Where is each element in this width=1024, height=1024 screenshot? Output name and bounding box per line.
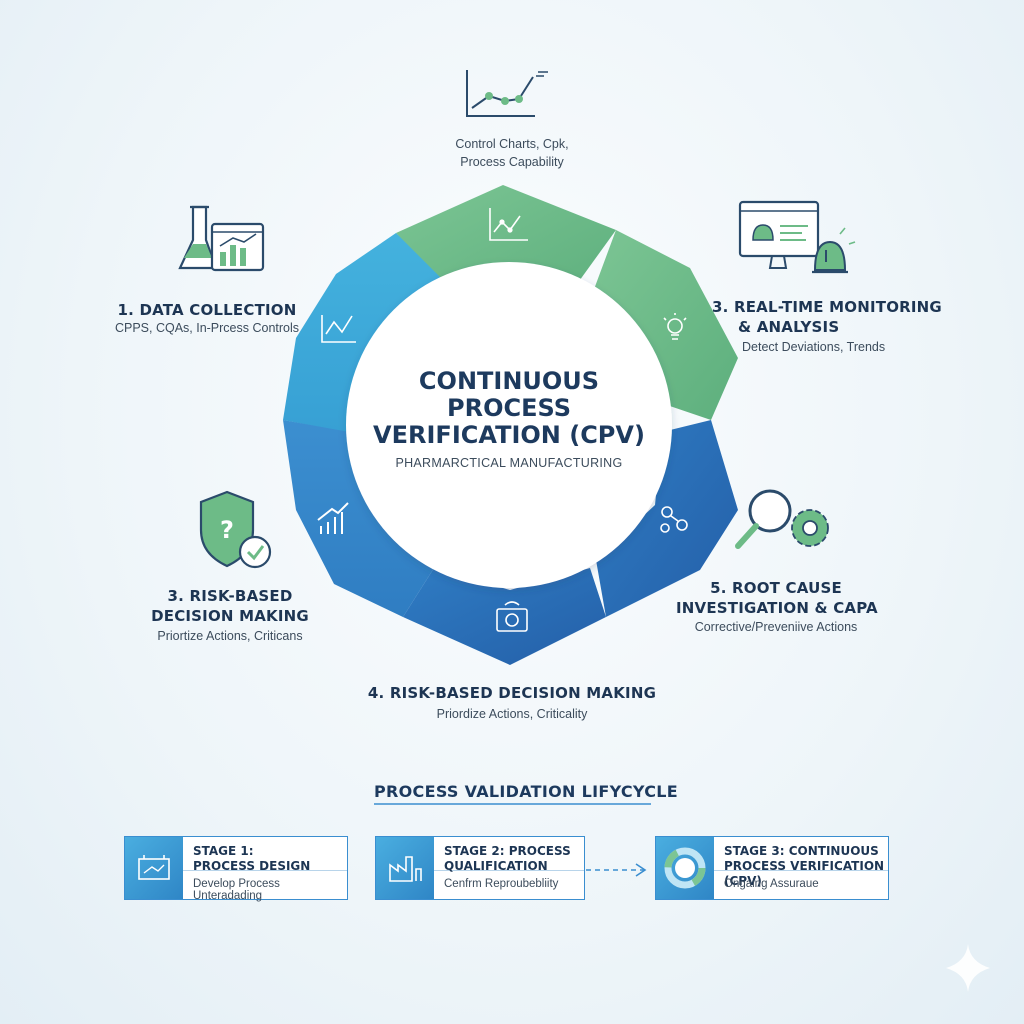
center-circle [346, 262, 672, 588]
center-subtitle: PHARMARCTICAL MANUFACTURING [395, 456, 623, 470]
stage-design-icon [125, 837, 183, 899]
shield-question-icon: ? [199, 490, 272, 569]
stage-title-line: PROCESS DESIGN [193, 859, 311, 873]
step-risk-left-title-line: DECISION MAKING [151, 607, 309, 625]
stage-card-3: STAGE 3: CONTINUOUS PROCESS VERIFICATION… [655, 836, 889, 900]
center-title-line: PROCESS [447, 394, 571, 422]
sparkle-icon [946, 944, 990, 992]
step-risk-left-title: 3. RISK-BASED DECISION MAKING [140, 586, 320, 626]
stage-desc: Cenfrm Reproubebliity [444, 878, 559, 890]
svg-text:?: ? [220, 516, 234, 544]
stage-title: STAGE 3: CONTINUOUS PROCESS VERIFICATION… [714, 837, 888, 888]
stage-title-line: PROCESS VERIFICATION (CPV) [724, 859, 885, 888]
step-top-subtitle-line: Process Capability [460, 155, 564, 169]
flask-chart-icon [178, 205, 265, 272]
bar-growth-icon [317, 502, 349, 534]
step-top-subtitle: Control Charts, Cpk, Process Capability [412, 135, 612, 171]
stage-desc: Ongaing Assuraue [724, 878, 819, 890]
segment-upper-left [283, 233, 443, 433]
step-monitoring-subtitle: Detect Deviations, Trends [742, 340, 886, 354]
step-root-cause-title: 5. ROOT CAUSE INVESTIGATION & CAPA [676, 578, 878, 618]
step-risk-bottom-title: 4. RISK-BASED DECISION MAKING [367, 684, 657, 702]
stage-card-1: STAGE 1: PROCESS DESIGN Develop Process … [124, 836, 348, 902]
lifecycle-title: PROCESS VALIDATION LIFYCYCLE [374, 782, 679, 801]
stage-connector-arrowhead [635, 863, 647, 877]
lightbulb-icon [663, 313, 687, 340]
segment-lower-left [283, 420, 434, 617]
magnifier-gear-icon [735, 489, 829, 549]
camera-icon [496, 601, 528, 632]
step-risk-left-subtitle: Priortize Actions, Criticans [157, 629, 303, 643]
step-risk-bottom-subtitle: Priordize Actions, Criticality [436, 707, 588, 721]
center-title-line: VERIFICATION (CPV) [373, 421, 645, 449]
cycle-ring-icon [656, 837, 714, 899]
step-root-cause-title-line: 5. ROOT CAUSE [710, 579, 842, 597]
segment-bottom [403, 568, 606, 665]
factory-icon [376, 837, 434, 899]
ring-chart-icon [489, 208, 528, 241]
step-monitoring-title-line: & ANALYSIS [738, 318, 840, 336]
stage-title: STAGE 2: PROCESS QUALIFICATION [434, 837, 584, 873]
stage-title-line: STAGE 3: CONTINUOUS [724, 844, 879, 858]
segment-upper-right [593, 230, 738, 420]
stage-title-line: STAGE 1: [193, 844, 254, 858]
step-data-collection-title: 1. DATA COLLECTION [117, 301, 297, 319]
gears-icon [660, 506, 688, 533]
center-title: CONTINUOUS PROCESS VERIFICATION (CPV) [359, 368, 659, 449]
line-chart-icon [466, 70, 548, 117]
step-root-cause-title-line: INVESTIGATION & CAPA [676, 599, 878, 617]
step-data-collection-subtitle: CPPS, CQAs, In-Prcess Controls [114, 321, 300, 335]
ring-trend-icon [321, 315, 356, 343]
stage-desc: Develop Process Unteradading [193, 878, 280, 902]
stage-title-line: QUALIFICATION [444, 859, 548, 873]
center-title-line: CONTINUOUS [418, 367, 600, 395]
step-top-subtitle-line: Control Charts, Cpk, [455, 137, 569, 151]
step-root-cause-subtitle: Corrective/Preveniive Actions [694, 620, 858, 634]
step-monitoring-title: 3. REAL-TIME MONITORING & ANALYSIS [712, 297, 942, 337]
segment-lower-right [596, 420, 738, 617]
stage-card-2: STAGE 2: PROCESS QUALIFICATION Cenfrm Re… [375, 836, 585, 900]
step-risk-left-title-line: 3. RISK-BASED [167, 587, 293, 605]
monitor-alarm-icon [738, 200, 856, 274]
step-monitoring-title-line: 3. REAL-TIME MONITORING [712, 298, 942, 316]
stage-title: STAGE 1: PROCESS DESIGN [183, 837, 347, 873]
stage-title-line: STAGE 2: PROCESS [444, 844, 571, 858]
